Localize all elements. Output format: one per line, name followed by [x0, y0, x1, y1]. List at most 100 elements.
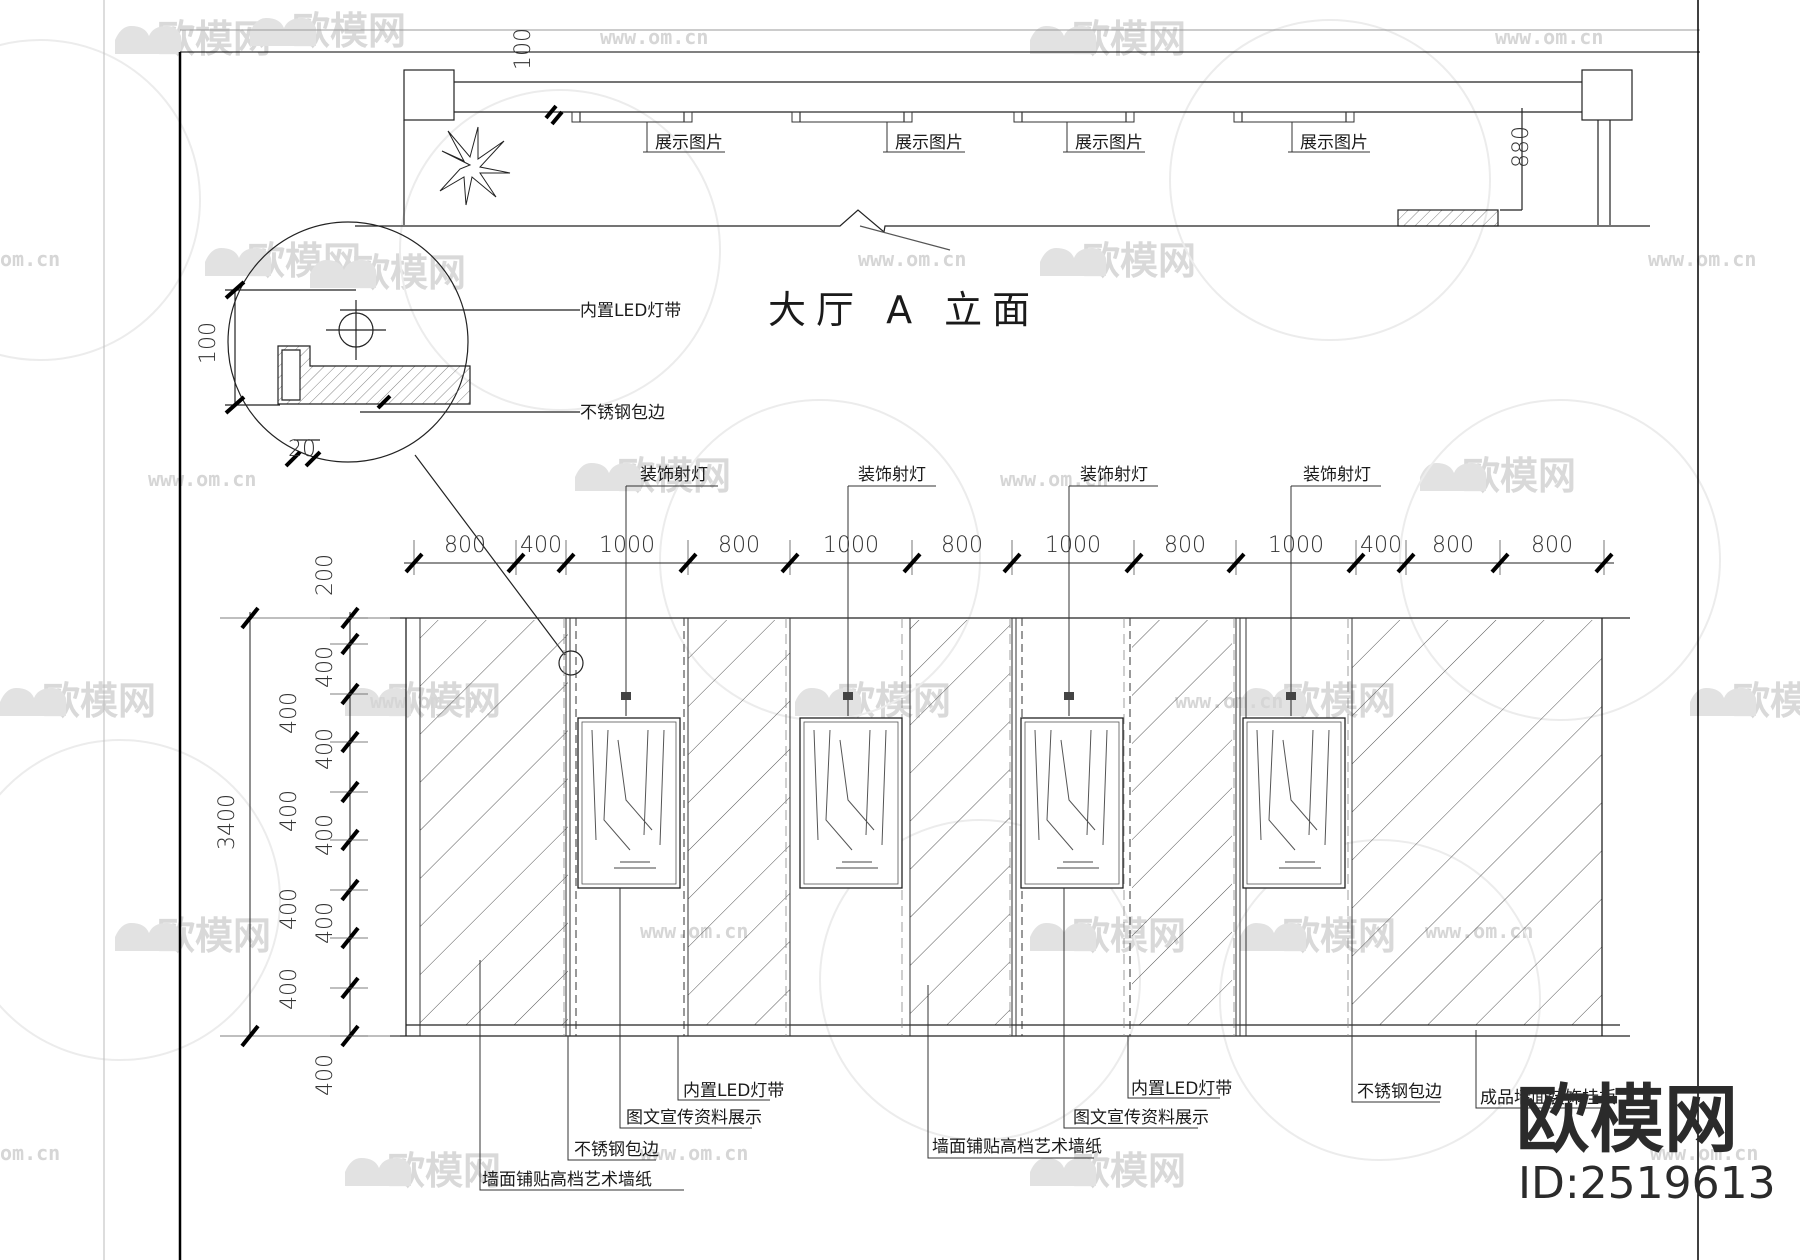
label-leader [567, 1036, 656, 1161]
watermark-logo-icon [1420, 463, 1486, 491]
spotlight-label: 装饰射灯 [858, 465, 926, 485]
top-dim-tick [556, 552, 576, 574]
left-dim-inner: 400 [277, 692, 302, 734]
watermark-circle [1169, 19, 1491, 341]
display-frame-inner [803, 721, 899, 885]
hatched-wall-panel [1132, 620, 1232, 1025]
watermark-url: www.om.cn [1495, 25, 1603, 49]
top-dim-tick [1594, 552, 1614, 574]
hatched-wall-panel [910, 620, 1010, 1025]
watermark-logo-icon [115, 26, 181, 54]
hatched-wall-panel [688, 620, 790, 1025]
left-dim-outer: 400 [313, 814, 338, 856]
spotlight-label: 装饰射灯 [1303, 465, 1371, 485]
watermark-url: www.om.cn [1000, 467, 1108, 491]
wall-hatch-panels [420, 620, 1602, 1025]
plan-frame [571, 111, 693, 123]
display-frame-inner [1024, 721, 1120, 885]
left-dim-tick [240, 1024, 260, 1048]
left-dim-inner: 400 [277, 968, 302, 1010]
watermark-url: www.om.cn [858, 247, 966, 271]
left-dim-outer: 400 [313, 646, 338, 688]
plan-label: 展示图片 [1075, 133, 1143, 153]
watermark-logo-icon [0, 688, 66, 716]
watermark-logo-icon [1030, 923, 1096, 951]
top-dim-value: 400 [520, 533, 562, 558]
artwork-base [614, 861, 656, 869]
top-dim-value: 800 [1432, 533, 1474, 558]
top-dim-value: 800 [1164, 533, 1206, 558]
spotlight-icon [1286, 692, 1296, 700]
artwork-sketch [1256, 729, 1330, 851]
watermark-circle [0, 739, 281, 1061]
label-leader [1063, 888, 1198, 1129]
hatched-wall-panel [420, 620, 568, 1025]
plan-tick [544, 104, 558, 120]
drawing-title: 大厅 A 立面 [768, 288, 1040, 332]
label-leader [1475, 1030, 1610, 1109]
detail-dim-height: 100 [196, 322, 221, 364]
label-led-2: 内置LED灯带 [1131, 1079, 1232, 1099]
watermark-logo-icon [250, 18, 316, 46]
detail-ticks [224, 280, 392, 468]
spotlight-label: 装饰射灯 [1080, 465, 1148, 485]
plan-view: 100 880 [355, 28, 1650, 251]
detail-label-steel: 不锈钢包边 [580, 403, 665, 423]
label-leader [1351, 1036, 1440, 1103]
artwork-sketch [591, 729, 665, 851]
watermark-logo-icon [345, 1158, 411, 1186]
plan-frame [1013, 111, 1135, 123]
artwork-sketch [1034, 729, 1108, 851]
plan-small-dim: 880 [1509, 126, 1534, 168]
display-frame-inner [581, 721, 677, 885]
artwork-base [1279, 861, 1321, 869]
display-frames [577, 692, 1346, 889]
label-promo-1: 图文宣传资料展示 [626, 1108, 762, 1128]
artwork-sketch [813, 729, 887, 851]
left-dim-outer: 400 [313, 902, 338, 944]
watermark-logo-icon [575, 463, 641, 491]
left-dim-tick [240, 606, 260, 630]
hatched-wall-panel [1352, 620, 1602, 1025]
watermark-url: om.cn [0, 247, 60, 271]
artwork-base [836, 861, 878, 869]
plan-labels: 展示图片展示图片展示图片展示图片 [643, 122, 1370, 153]
spotlight-icon [843, 692, 853, 700]
top-dim-tick [1226, 552, 1246, 574]
watermark-logo-icon [1040, 248, 1106, 276]
top-dim-tick [1346, 552, 1366, 574]
detail-dim-small: 20 [288, 437, 316, 462]
watermark-logo-icon [1030, 26, 1096, 54]
spotlight-icon [1064, 692, 1074, 700]
watermark-logo-icon [205, 248, 271, 276]
top-dim-value: 800 [1531, 533, 1573, 558]
top-dim-tick [1396, 552, 1416, 574]
top-dim-value: 1000 [823, 533, 879, 558]
display-frame-inner [1246, 721, 1342, 885]
label-steel-2: 不锈钢包边 [1357, 1082, 1442, 1102]
top-dim-tick [678, 552, 698, 574]
watermark-brand-large: 欧模网 [1516, 1077, 1738, 1163]
plan-label: 展示图片 [1300, 133, 1368, 153]
top-dim-tick [780, 552, 800, 574]
plan-frame [1233, 111, 1355, 123]
label-leader [677, 1036, 770, 1101]
watermark-url: www.om.cn [640, 1141, 748, 1165]
top-dim-tick [1124, 552, 1144, 574]
plan-frame [791, 111, 913, 123]
label-leader [1127, 1036, 1220, 1099]
label-steel-1: 不锈钢包边 [574, 1140, 659, 1160]
top-dim-value: 400 [1360, 533, 1402, 558]
top-dim-value: 1000 [1268, 533, 1324, 558]
left-dim-outer: 400 [313, 1054, 338, 1096]
watermark-circle [0, 39, 201, 361]
plan-label: 展示图片 [895, 133, 963, 153]
watermark-layer: 欧模网欧模网欧模网欧模网欧模网欧模网欧模网欧模网欧模网欧模网欧模网欧模网欧模网欧… [0, 9, 1800, 1193]
watermark-logo-icon [1030, 1158, 1096, 1186]
left-dim-inner: 400 [277, 790, 302, 832]
plan-tick [550, 110, 564, 126]
spotlight-labels: 装饰射灯装饰射灯装饰射灯装饰射灯 [625, 465, 1381, 692]
watermark-logo-icon [115, 923, 181, 951]
